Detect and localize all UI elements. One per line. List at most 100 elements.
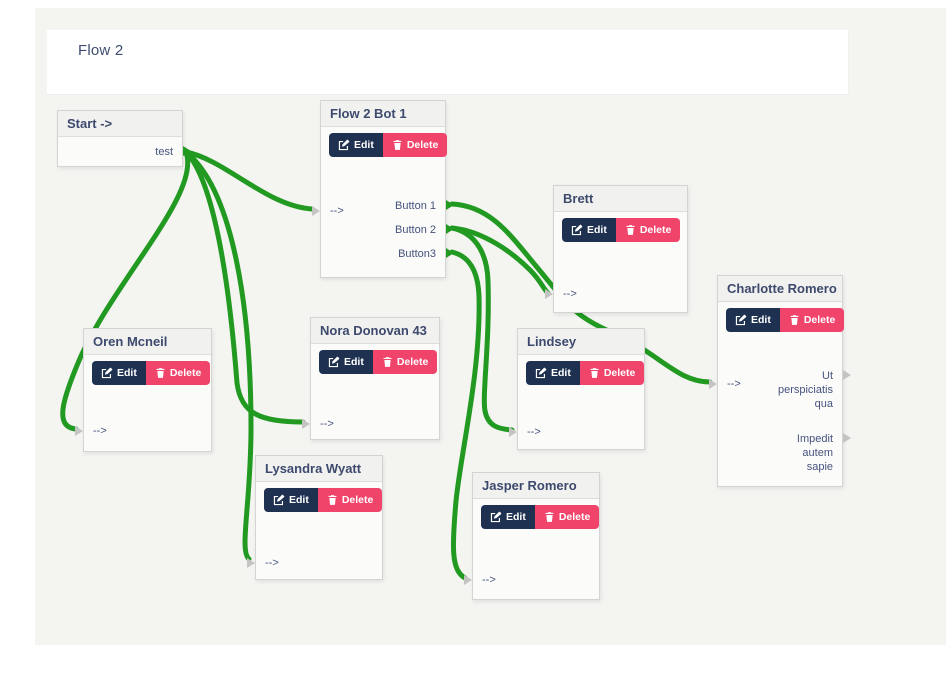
node-actions: Edit Delete <box>562 218 681 242</box>
flow-node-brett[interactable]: Brett Edit Delete <box>545 185 688 313</box>
edit-button-label: Edit <box>551 367 571 379</box>
edit-icon <box>101 367 113 379</box>
input-port[interactable] <box>75 426 83 436</box>
delete-button-label: Delete <box>803 314 836 326</box>
trash-icon <box>155 367 166 379</box>
delete-button[interactable]: Delete <box>779 308 845 332</box>
output-label: Ut perspiciatis qua <box>777 370 833 410</box>
delete-button-label: Delete <box>406 139 439 151</box>
edit-button[interactable]: Edit <box>319 350 373 374</box>
edit-button-label: Edit <box>587 224 607 236</box>
output-label: Button 1 <box>395 200 436 212</box>
flow-node-oren-mcneil[interactable]: Oren Mcneil Edit Delete <box>75 328 212 452</box>
node-actions: Edit Delete <box>726 308 845 332</box>
output-label: Button 2 <box>395 224 436 236</box>
edit-icon <box>735 314 747 326</box>
input-port[interactable] <box>545 289 553 299</box>
input-port-label: --> <box>265 557 279 569</box>
flow-node-nora-donovan[interactable]: Nora Donovan 43 Edit Delet <box>302 317 440 440</box>
flow-header-card: Flow 2 <box>47 30 849 95</box>
edit-icon <box>490 511 502 523</box>
edit-button-label: Edit <box>751 314 771 326</box>
edit-button[interactable]: Edit <box>329 133 383 157</box>
delete-button[interactable]: Delete <box>382 133 448 157</box>
node-actions: Edit Delete <box>329 133 448 157</box>
trash-icon <box>589 367 600 379</box>
edit-button[interactable]: Edit <box>264 488 318 512</box>
edit-icon <box>338 139 350 151</box>
input-port[interactable] <box>302 419 310 429</box>
node-actions: Edit Delete <box>92 361 211 385</box>
delete-button-label: Delete <box>639 224 672 236</box>
node-title: Charlotte Romero <box>718 276 842 302</box>
trash-icon <box>544 511 555 523</box>
edit-button[interactable]: Edit <box>562 218 616 242</box>
edit-button[interactable]: Edit <box>92 361 146 385</box>
node-title: Lysandra Wyatt <box>256 456 382 482</box>
delete-button-label: Delete <box>603 367 636 379</box>
node-actions: Edit Delete <box>481 505 600 529</box>
output-port[interactable] <box>843 370 851 380</box>
input-port[interactable] <box>509 427 517 437</box>
delete-button-label: Delete <box>558 511 591 523</box>
flow-node-charlotte-romero[interactable]: Charlotte Romero Edit Dele <box>709 275 851 487</box>
node-actions: Edit Delete <box>526 361 645 385</box>
input-port-label: --> <box>93 425 107 437</box>
delete-button[interactable]: Delete <box>579 361 645 385</box>
delete-button-label: Delete <box>396 356 429 368</box>
flow-node-lindsey[interactable]: Lindsey Edit Delete <box>509 328 645 450</box>
output-label: Button3 <box>398 248 436 260</box>
input-port-label: --> <box>320 418 334 430</box>
flow-node-lysandra-wyatt[interactable]: Lysandra Wyatt Edit Delete <box>247 455 383 580</box>
trash-icon <box>392 139 403 151</box>
node-title: Nora Donovan 43 <box>311 318 439 344</box>
edit-icon <box>273 494 285 506</box>
flow-node-jasper-romero[interactable]: Jasper Romero Edit Delete <box>464 472 600 600</box>
input-port-label: --> <box>330 205 344 217</box>
edit-button[interactable]: Edit <box>481 505 535 529</box>
delete-button-label: Delete <box>169 367 202 379</box>
delete-button-label: Delete <box>341 494 374 506</box>
input-port[interactable] <box>464 575 472 585</box>
flow-node-start[interactable]: Start -> test <box>57 110 191 167</box>
input-port-label: --> <box>482 574 496 586</box>
page-title: Flow 2 <box>78 42 124 59</box>
edit-button-label: Edit <box>354 139 374 151</box>
flow-node-flow2bot1[interactable]: Flow 2 Bot 1 Edit Delete <box>312 100 454 278</box>
output-port[interactable] <box>843 433 851 443</box>
node-title: Flow 2 Bot 1 <box>321 101 445 127</box>
output-port[interactable] <box>446 248 454 258</box>
delete-button[interactable]: Delete <box>534 505 600 529</box>
trash-icon <box>327 494 338 506</box>
edit-button-label: Edit <box>506 511 526 523</box>
edit-icon <box>571 224 583 236</box>
delete-button[interactable]: Delete <box>145 361 211 385</box>
output-port[interactable] <box>446 224 454 234</box>
trash-icon <box>382 356 393 368</box>
output-port[interactable] <box>183 146 191 156</box>
delete-button[interactable]: Delete <box>615 218 681 242</box>
output-port[interactable] <box>446 200 454 210</box>
input-port[interactable] <box>312 206 320 216</box>
edit-button-label: Edit <box>344 356 364 368</box>
trash-icon <box>789 314 800 326</box>
input-port-label: --> <box>527 426 541 438</box>
node-title: Oren Mcneil <box>84 329 211 355</box>
edit-button-label: Edit <box>117 367 137 379</box>
input-port-label: --> <box>563 288 577 300</box>
output-label: test <box>155 146 173 158</box>
node-title: Jasper Romero <box>473 473 599 499</box>
edit-button[interactable]: Edit <box>526 361 580 385</box>
edit-button[interactable]: Edit <box>726 308 780 332</box>
delete-button[interactable]: Delete <box>372 350 438 374</box>
node-title: Start -> <box>58 111 182 137</box>
input-port[interactable] <box>247 558 255 568</box>
edit-icon <box>328 356 340 368</box>
node-actions: Edit Delete <box>319 350 438 374</box>
delete-button[interactable]: Delete <box>317 488 383 512</box>
edit-button-label: Edit <box>289 494 309 506</box>
input-port[interactable] <box>709 379 717 389</box>
edit-icon <box>535 367 547 379</box>
node-title: Lindsey <box>518 329 644 355</box>
output-label: Impedit autem sapie <box>796 433 833 473</box>
